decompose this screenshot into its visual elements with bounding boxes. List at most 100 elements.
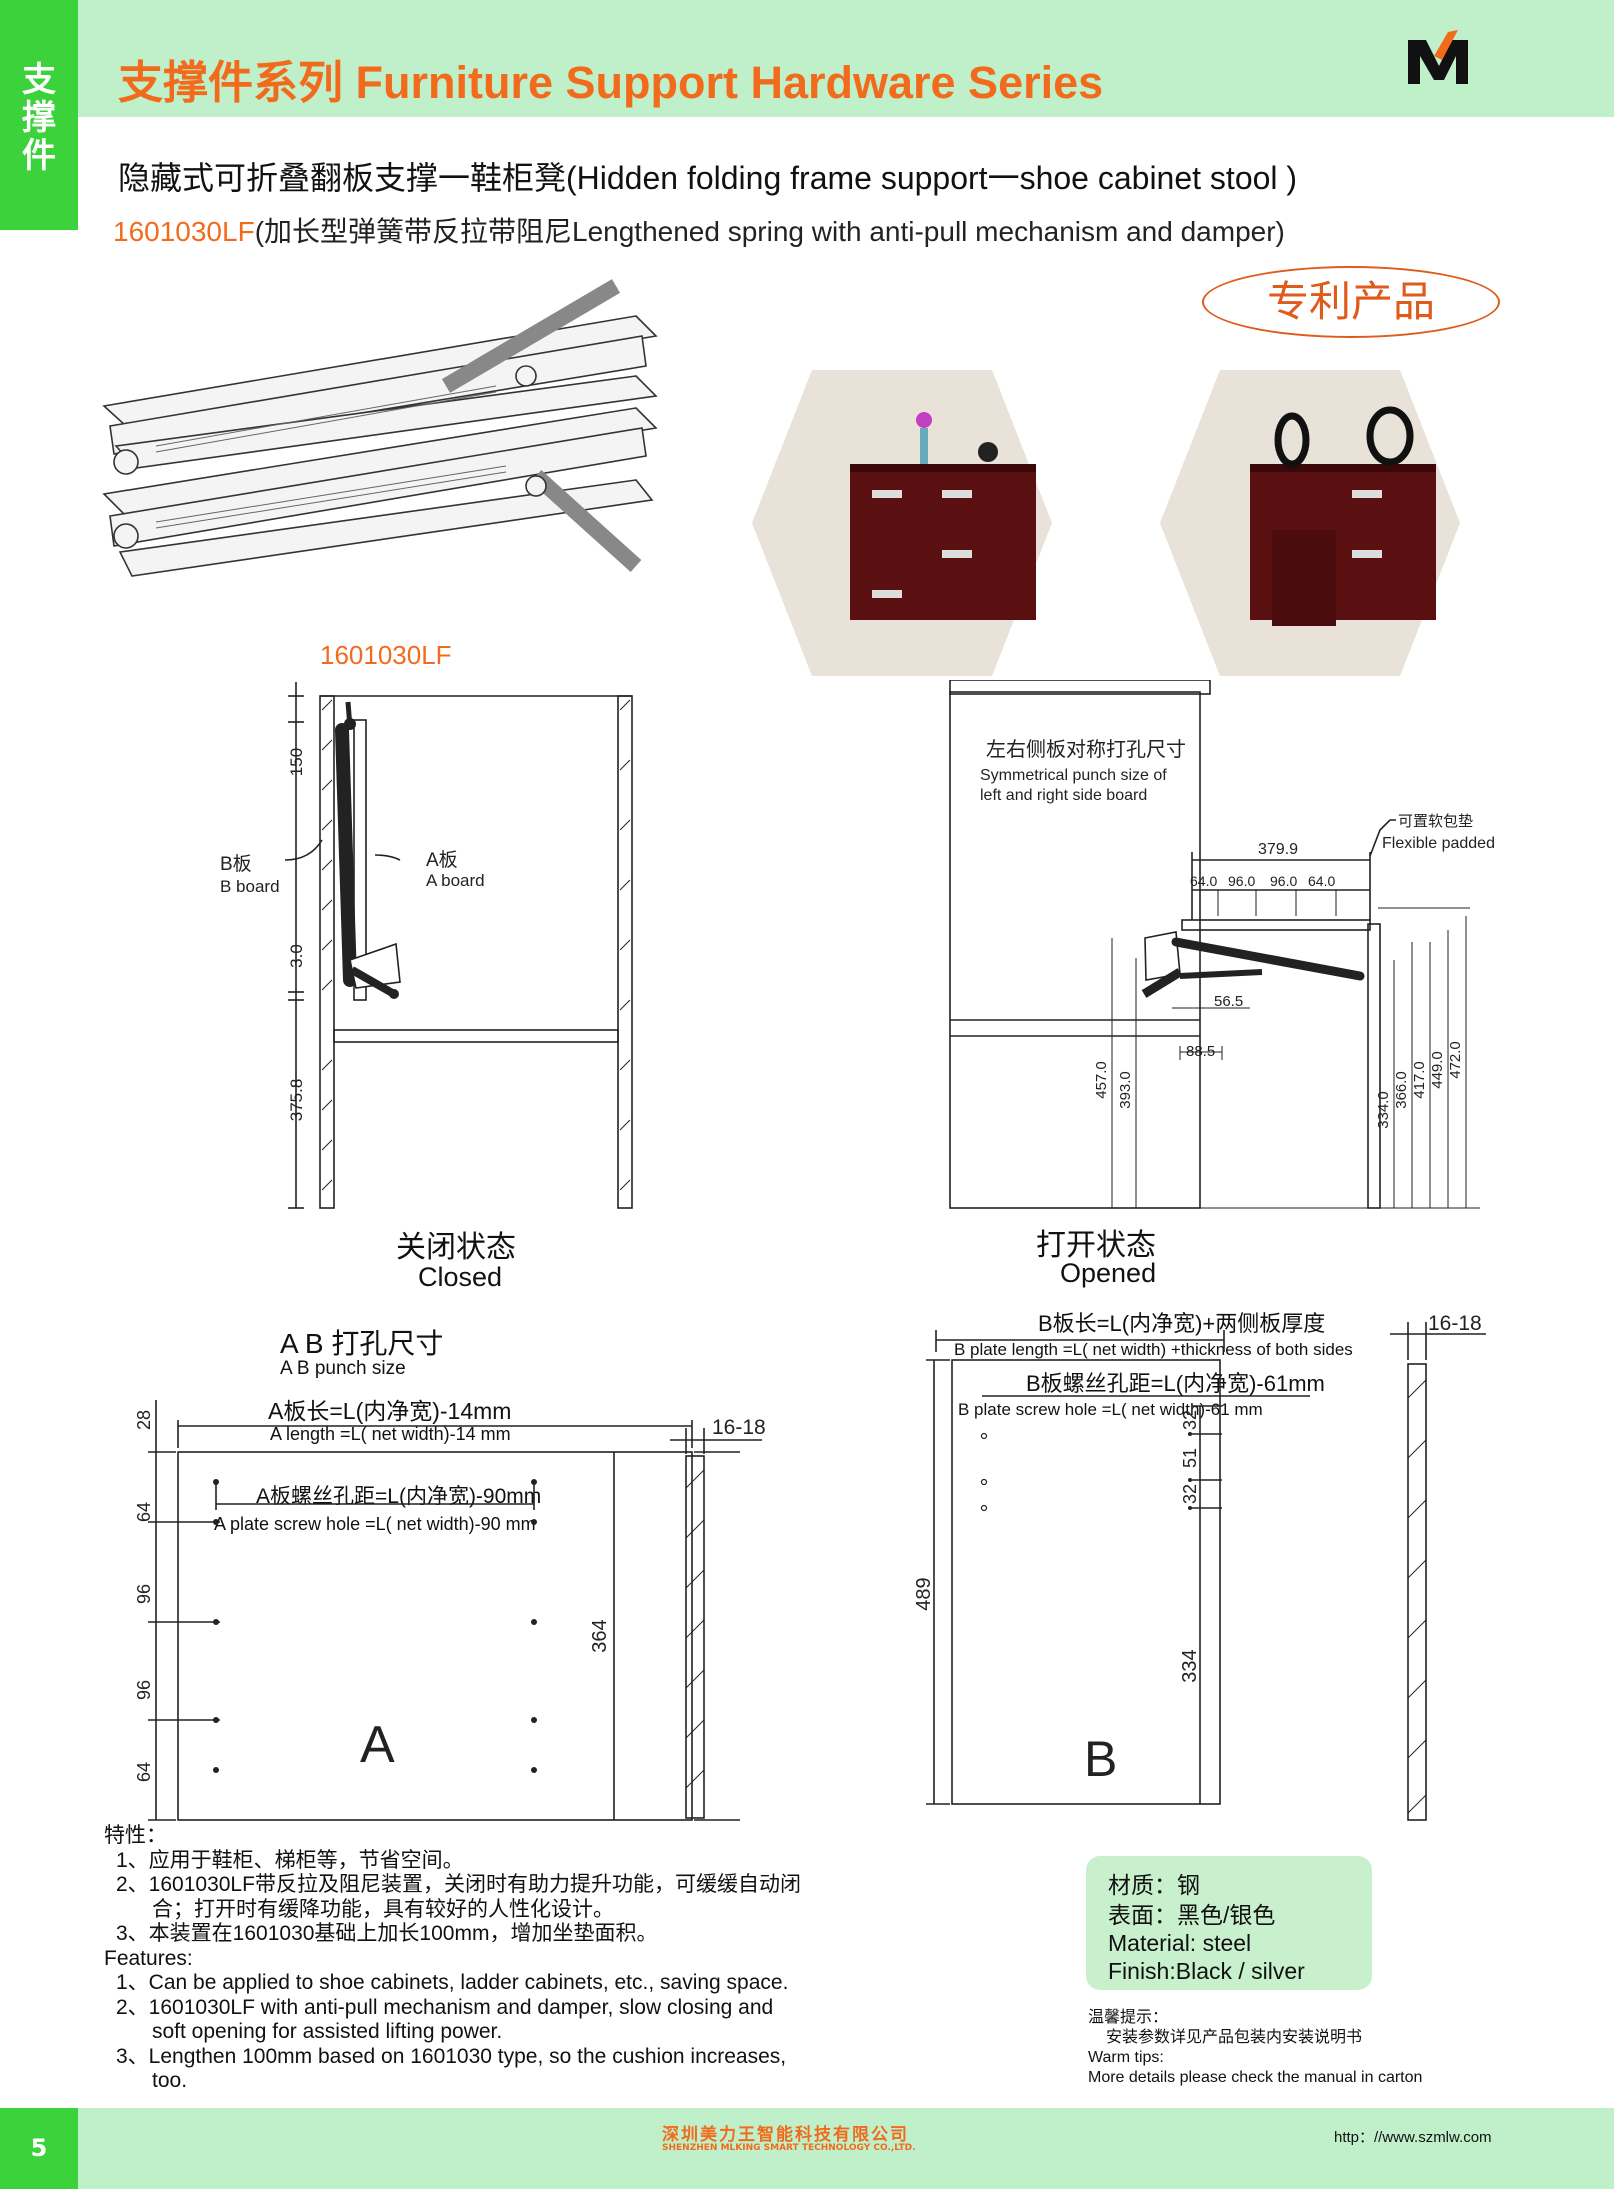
b-length-cn: B板长=L(内净宽)+两侧板厚度 [1038, 1311, 1326, 1336]
warm-tips-title-en: Warm tips: [1088, 2049, 1164, 2066]
b-hole-cn: B板螺丝孔距=L(内净宽)-61mm [1026, 1371, 1325, 1396]
dim-label: 449.0 [1429, 1051, 1446, 1089]
hardware-illustration [102, 279, 658, 577]
closed-state-diagram: 150 3.0 375.8 B板 B board A板 A board [220, 682, 633, 1209]
dim-label: 96.0 [1228, 873, 1255, 889]
feature-item-cn: 3、本装置在1601030基础上加长100mm，增加坐垫面积。 [116, 1922, 658, 1945]
b-length-en: B plate length =L( net width) +thickness… [954, 1340, 1353, 1359]
a-length-cn: A板长=L(内净宽)-14mm [268, 1398, 512, 1424]
features-heading-en: Features: [104, 1946, 193, 1970]
opened-caption-en: Opened [1060, 1258, 1157, 1288]
model-code: 1601030LF [113, 216, 255, 247]
dim-label: 366.0 [1393, 1071, 1410, 1109]
material-cn: 材质：钢 [1108, 1872, 1200, 1898]
dim-label: 375.8 [287, 1079, 306, 1122]
website-link[interactable]: http：//www.szmlw.com [1334, 2129, 1492, 2146]
dim-label: 28 [134, 1410, 154, 1430]
feature-item-en: 1、Can be applied to shoe cabinets, ladde… [116, 1971, 789, 1994]
dim-label: 64.0 [1308, 873, 1335, 889]
open-note-en: Symmetrical punch size of [980, 767, 1167, 784]
b-board-label-en: B board [220, 877, 280, 896]
dim-label: 334 [1179, 1649, 1201, 1682]
dim-label: 417.0 [1411, 1061, 1428, 1099]
dim-label: 472.0 [1447, 1041, 1464, 1079]
dim-label: 96 [134, 1680, 154, 1700]
brand-logo-icon [1408, 30, 1468, 84]
model-description: (加长型弹簧带反拉带阻尼Lengthened spring with anti-… [254, 216, 1285, 247]
dim-label: 150 [287, 748, 306, 776]
dim-label: 88.5 [1186, 1043, 1215, 1060]
feature-item-cn: 合；打开时有缓降功能，具有较好的人性化设计。 [152, 1897, 614, 1921]
pad-label-en: Flexible padded [1382, 835, 1495, 852]
a-hole-en: A plate screw hole =L( net width)-90 mm [214, 1514, 536, 1534]
page-title: 支撑件系列 Furniture Support Hardware Series [118, 57, 1104, 108]
b-board-label-cn: B板 [220, 853, 252, 875]
product-photos [752, 370, 1460, 676]
ab-title-en: A B punch size [280, 1358, 406, 1379]
dim-label: 379.9 [1258, 841, 1298, 858]
dim-label: 96 [134, 1584, 154, 1604]
dim-label: 64 [134, 1762, 154, 1782]
hardware-caption: 1601030LF [320, 640, 452, 670]
plate-letter: A [360, 1716, 395, 1774]
header-bar [78, 0, 1614, 117]
company-name-cn: 深圳美力王智能科技有限公司 [662, 2125, 909, 2145]
features-heading-cn: 特性： [104, 1824, 167, 1847]
opened-state-diagram: 左右侧板对称打孔尺寸 Symmetrical punch size of lef… [949, 680, 1495, 1209]
side-tab: 支 撑 件 [0, 0, 78, 230]
warm-tips: 温馨提示： 安装参数详见产品包装内安装说明书 Warm tips: More d… [1088, 2008, 1422, 2088]
side-tab-char: 支 [22, 60, 56, 100]
warm-tips-text-en: More details please check the manual in … [1088, 2069, 1423, 2086]
a-plate-drawing: 28 64 96 96 64 364 A [134, 1400, 740, 1821]
material-en: Material: steel [1108, 1930, 1252, 1956]
feature-item-cn: 2、1601030LF带反拉及阻尼装置，关闭时有助力提升功能，可缓缓自动闭 [116, 1873, 801, 1896]
open-note-en: left and right side board [980, 787, 1147, 804]
dim-label: 393.0 [1117, 1071, 1134, 1109]
warm-tips-text-cn: 安装参数详见产品包装内安装说明书 [1106, 2029, 1363, 2046]
dim-label: 64.0 [1190, 873, 1217, 889]
dim-label: 334.0 [1375, 1091, 1392, 1129]
warm-tips-title-cn: 温馨提示： [1088, 2009, 1169, 2026]
dim-label: 489 [913, 1577, 935, 1610]
dim-label: 16-18 [1428, 1312, 1482, 1335]
a-hole-cn: A板螺丝孔距=L(内净宽)-90mm [256, 1485, 542, 1508]
patent-badge: 专利产品 [1202, 266, 1500, 338]
a-board-label-cn: A板 [426, 849, 458, 871]
product-subtitle: 隐藏式可折叠翻板支撑一鞋柜凳(Hidden folding frame supp… [118, 160, 1298, 196]
a-board-label-en: A board [426, 871, 485, 890]
model-line: 1601030LF(加长型弹簧带反拉带阻尼Lengthened spring w… [113, 210, 1285, 250]
feature-item-cn: 1、应用于鞋柜、梯柜等，节省空间。 [116, 1848, 464, 1872]
open-note-cn: 左右侧板对称打孔尺寸 [986, 738, 1186, 761]
side-tab-char: 件 [22, 136, 56, 176]
dim-label: 32 [1180, 1410, 1200, 1430]
a-thickness-drawing: 16-18 [670, 1416, 766, 1819]
material-box: 材质：钢 表面：黑色/银色 Material: steel Finish:Bla… [1086, 1856, 1372, 1990]
feature-item-en: soft opening for assisted lifting power. [152, 2020, 503, 2043]
feature-item-en: 2、1601030LF with anti-pull mechanism and… [116, 1995, 774, 2019]
dim-label: 364 [589, 1619, 611, 1652]
footer-bar [0, 2108, 1614, 2189]
dim-label: 96.0 [1270, 873, 1297, 889]
finish-en: Finish:Black / silver [1108, 1958, 1305, 1984]
dim-label: 51 [1180, 1448, 1200, 1468]
feature-item-en: too. [152, 2069, 188, 2092]
page-number: 5 [0, 2108, 78, 2189]
b-thickness-drawing: 16-18 [1390, 1312, 1486, 1821]
b-hole-en: B plate screw hole =L( net width)-61 mm [958, 1400, 1263, 1419]
pad-label-cn: 可置软包垫 [1398, 813, 1473, 830]
closed-caption-en: Closed [418, 1262, 503, 1292]
features-list: 特性： 1、应用于鞋柜、梯柜等，节省空间。 2、1601030LF带反拉及阻尼装… [104, 1824, 801, 2094]
side-tab-char: 撑 [22, 98, 56, 138]
surface-cn: 表面：黑色/银色 [1108, 1902, 1276, 1928]
plate-letter: B [1084, 1731, 1117, 1787]
ab-title-cn: A B 打孔尺寸 [280, 1328, 444, 1359]
a-length-en: A length =L( net width)-14 mm [270, 1424, 511, 1444]
opened-caption-cn: 打开状态 [1036, 1229, 1156, 1262]
dim-label: 16-18 [712, 1416, 766, 1439]
dim-label: 56.5 [1214, 993, 1243, 1010]
dim-label: 64 [134, 1502, 154, 1522]
b-plate-drawing: 489 32 51 32 334 B [913, 1330, 1310, 1805]
dim-label: 32 [1180, 1484, 1200, 1504]
closed-caption-cn: 关闭状态 [396, 1231, 516, 1264]
company-name-en: SHENZHEN MLKING SMART TECHNOLOGY CO.,LTD… [662, 2143, 916, 2153]
